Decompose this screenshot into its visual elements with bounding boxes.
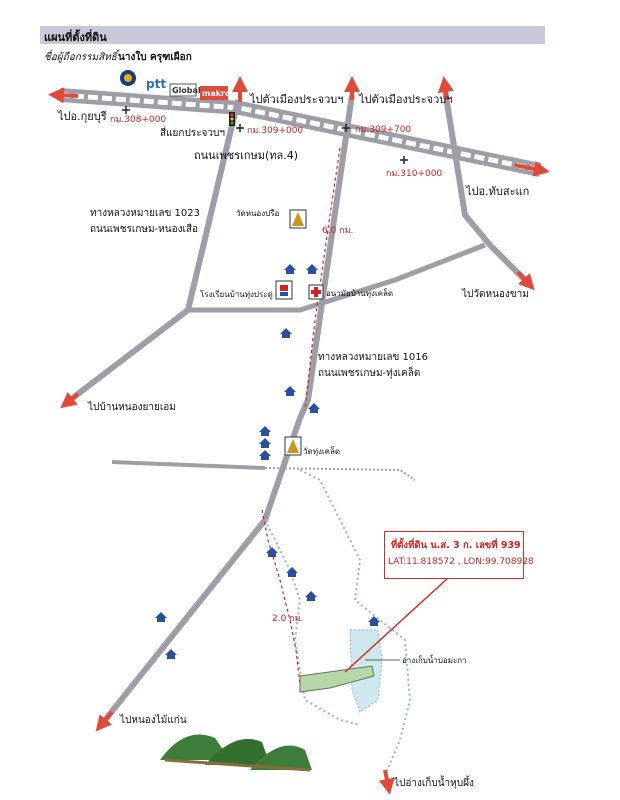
label-intersection: สี่แยกประจวบฯ <box>160 125 225 139</box>
house-icons <box>155 264 380 659</box>
route-2km <box>261 509 301 686</box>
label-to-prachuap-2: ไปตัวเมืองประจวบฯ <box>358 93 452 106</box>
route-6km <box>304 147 341 411</box>
side-road <box>111 460 266 470</box>
label-school: โรงเรียนบ้านทุ่งประดู่ <box>200 289 273 300</box>
label-wat-thung-khlet: วัดทุ่งเคล็ด <box>303 446 340 456</box>
land-location-callout: ที่ตั้งที่ดิน น.ส. 3 ก. เลขที่ 939 LAT:1… <box>384 531 534 579</box>
temple-icon <box>284 436 302 456</box>
label-highway-1016: ทางหลวงหมายเลข 1016 <box>318 352 428 363</box>
owner-name: นางใบ ครุฑเผือก <box>118 52 192 63</box>
global-logo-box <box>169 83 197 97</box>
label-road-1016-name: ถนนเพชรเกษม-ทุ่งเคล็ด <box>318 365 420 379</box>
km-310-label: กม.310+000 <box>386 169 442 179</box>
makro-logo-box <box>200 86 228 100</box>
land-parcel <box>299 665 375 693</box>
callout-title: ที่ตั้งที่ดิน น.ส. 3 ก. เลขที่ 939 <box>391 540 521 551</box>
ptt-logo: ptt <box>146 77 166 91</box>
makro-logo: makro <box>202 89 231 98</box>
label-to-prachuap-1: ไปตัวเมืองประจวบฯ <box>249 93 343 106</box>
page-title: แผนที่ตั้งที่ดิน <box>44 31 107 44</box>
label-to-nong-mai-kaen: ไปหนองไม้แก่น <box>119 714 187 726</box>
label-health-center: อนามัยบ้านทุ่งเคล็ด <box>326 288 393 298</box>
callout-pointer <box>344 577 449 673</box>
arrow-hup-phueng <box>378 769 395 795</box>
phetkasem-highway <box>48 87 550 177</box>
road-1023 <box>60 76 248 409</box>
km-308-label: กม.308+000 <box>110 115 166 125</box>
distance-6km-label: 6.0 กม. <box>322 226 353 236</box>
distance-2km-label: 2.0 กม. <box>272 614 303 624</box>
owner-label: ชื่อผู้ถือกรรมสิทธิ์ <box>44 52 117 63</box>
track-to-reservoir <box>299 469 412 776</box>
header-bar <box>40 26 545 44</box>
health-center-icon <box>308 284 324 300</box>
label-to-ban-nong-sai-aem: ไปบ้านหนองยายเอม <box>87 401 176 413</box>
label-road-1023-name: ถนนเพชรเกษม-หนองเสือ <box>90 223 198 235</box>
police-logo-icon <box>120 70 136 86</box>
label-reservoir: อ่างเก็บน้ำบ่อมะกา <box>402 654 467 665</box>
dirt-track <box>264 467 416 481</box>
label-to-wat-nong-kham: ไปวัดหนองขาม <box>461 288 529 300</box>
school-icon <box>275 280 293 300</box>
road-wat-nong-kham <box>190 76 535 313</box>
callout-coordinates: LAT:11.818572 , LON:99.708928 <box>388 557 534 567</box>
km-309-label: กม.309+000 <box>247 126 303 136</box>
km-marker-icons <box>122 106 408 164</box>
km-309-700-label: กม.309+700 <box>355 125 411 135</box>
label-to-thap-sakae: ไปอ.ทับสะแก <box>465 185 529 198</box>
label-phetkasem: ถนนเพชรเกษม(ทล.4) <box>194 149 298 162</box>
label-highway-1023: ทางหลวงหมายเลข 1023 <box>90 208 200 219</box>
label-to-kuiburi: ไปอ.กุยบุรี <box>57 110 107 123</box>
temple-icon <box>289 209 307 229</box>
global-logo: Global <box>172 86 201 95</box>
label-to-reservoir-hup-phueng: ไปอ่างเก็บน้ำหุบผึ้ง <box>393 775 474 789</box>
traffic-light-icon <box>229 112 235 126</box>
mountains-icon <box>160 734 312 772</box>
label-wat-nong-pru: วัดหนองปรือ <box>236 209 280 218</box>
